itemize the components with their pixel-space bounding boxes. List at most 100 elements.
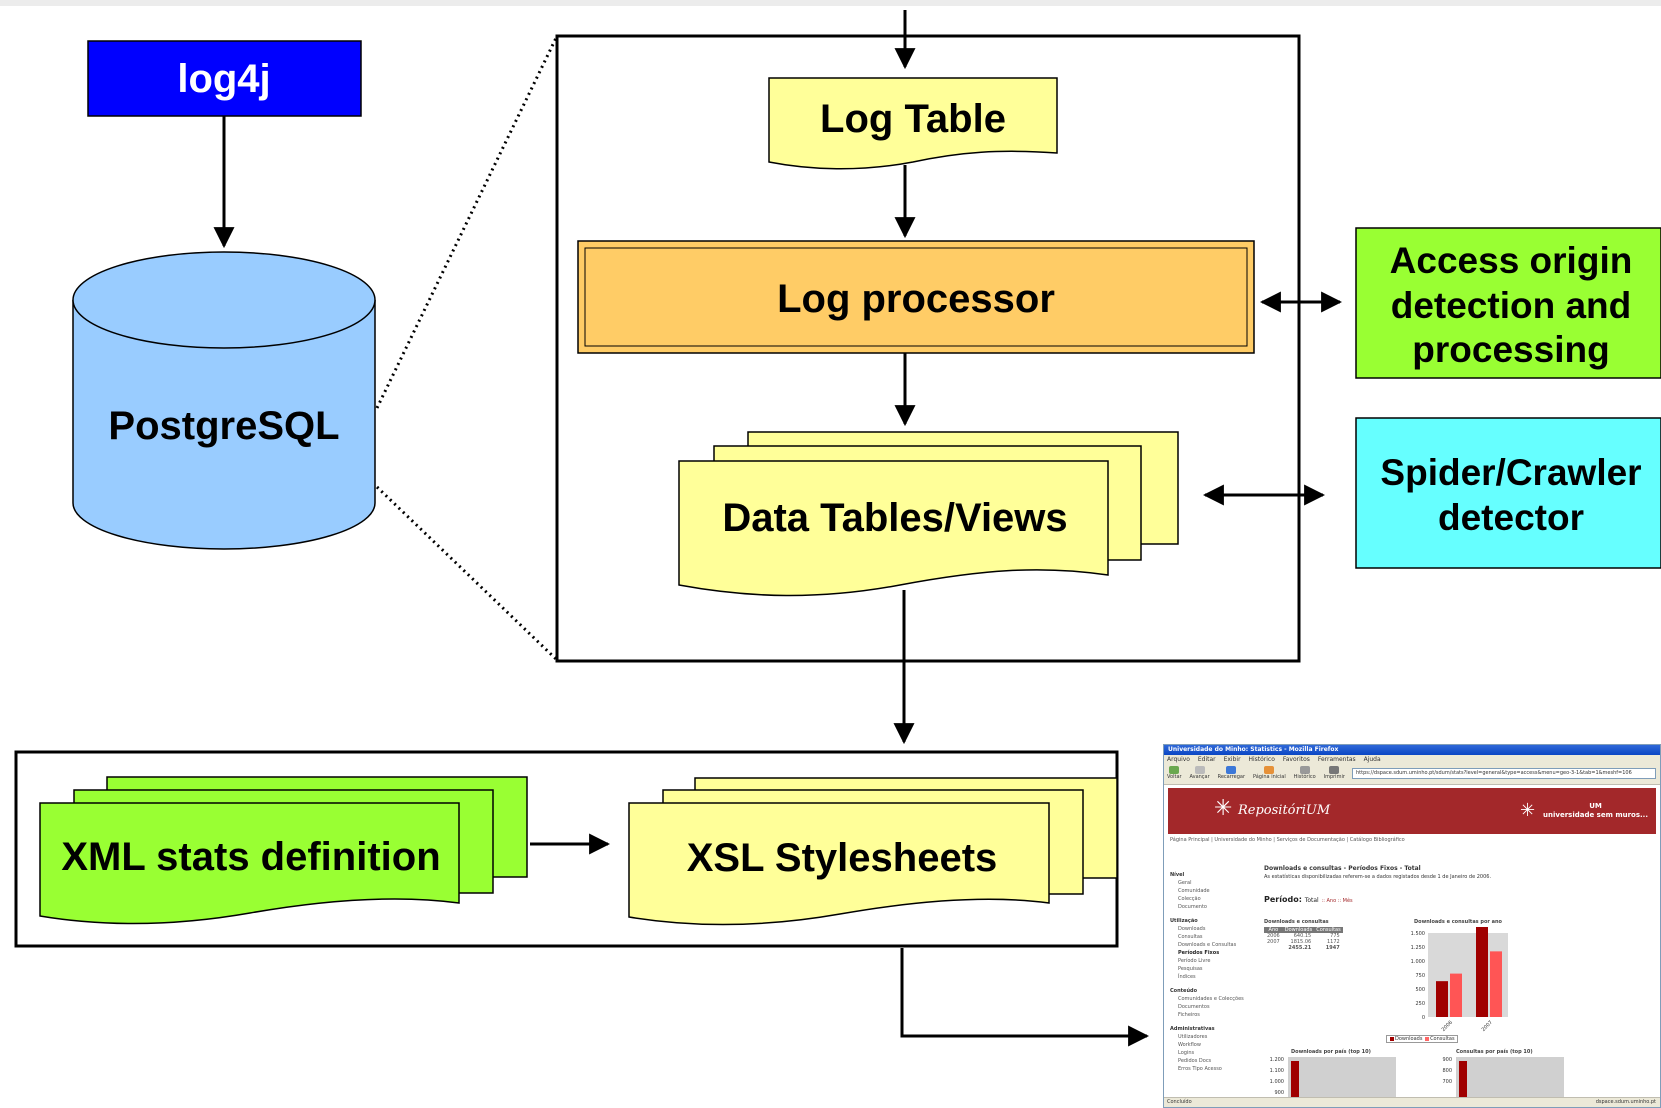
sidebar-item[interactable]: Workflow <box>1178 1042 1201 1048</box>
xsl-stylesheets-label: XSL Stylesheets <box>687 836 998 880</box>
back-icon <box>1169 766 1180 774</box>
top-strip <box>0 0 1661 6</box>
sidebar-heading: Nível <box>1170 872 1185 878</box>
sidebar-item[interactable]: Consultas <box>1178 934 1203 940</box>
repository-banner: ✳ RepositóriUM ✳ UM universidade sem mur… <box>1168 788 1656 834</box>
history-button[interactable]: Histórico <box>1294 766 1316 780</box>
star-logo-icon: ✳ <box>1214 796 1233 821</box>
y-tick-label: 900 <box>1442 1057 1452 1063</box>
print-button[interactable]: Imprimir <box>1324 766 1345 780</box>
sidebar-item[interactable]: Downloads e Consultas <box>1178 942 1237 948</box>
y-tick-label: 500 <box>1415 987 1425 993</box>
menu-item[interactable]: Editar <box>1197 756 1216 763</box>
sidebar-item[interactable]: Utilizadores <box>1178 1034 1208 1040</box>
menu-item[interactable]: Ajuda <box>1363 756 1381 763</box>
table-header: Downloads <box>1282 927 1315 933</box>
bar-downloads-2007 <box>1476 927 1488 1017</box>
sidebar-item[interactable]: Erros Tipo Acesso <box>1178 1066 1222 1072</box>
menu-item[interactable]: Favoritos <box>1282 756 1310 763</box>
y-tick-label: 700 <box>1442 1079 1452 1085</box>
sidebar-item[interactable]: Logins <box>1178 1050 1195 1056</box>
page-heading: Downloads e consultas - Períodos Fixos -… <box>1264 865 1421 872</box>
window-title: Universidade do Minho: Statistics - Mozi… <box>1164 745 1660 755</box>
bar-top-country <box>1291 1061 1299 1097</box>
chart3-title: Consultas por país (top 10) <box>1456 1049 1533 1055</box>
sidebar-item[interactable]: Geral <box>1178 880 1192 886</box>
xml-stats-stack <box>39 776 528 925</box>
chart-plot-area <box>1288 1057 1396 1097</box>
sidebar-item[interactable]: Comunidade <box>1178 888 1210 894</box>
db-detail-frame <box>555 34 1301 663</box>
xml-stats-label: XML stats definition <box>61 835 440 879</box>
y-tick-label: 1.200 <box>1270 1057 1284 1063</box>
access-origin-box <box>1355 227 1661 379</box>
star-icon: ✳ <box>1520 800 1536 821</box>
page-subtitle: As estatísticas disponibilizadas referem… <box>1264 874 1492 880</box>
bar-downloads-2006 <box>1436 981 1448 1017</box>
period-options[interactable]: :: Ano :: Mês <box>1321 898 1353 904</box>
log4j-label: log4j <box>177 57 270 101</box>
x-tick-label: 2006 <box>1441 1020 1454 1033</box>
menu-item[interactable]: Arquivo <box>1167 756 1190 763</box>
status-bar: Concluído dspace.sdum.uminho.pt <box>1164 1097 1660 1107</box>
breadcrumb: Página Principal | Universidade do Minho… <box>1170 837 1405 843</box>
table-header: Consultas <box>1314 927 1343 933</box>
sidebar-item[interactable]: Pesquisas <box>1178 966 1203 972</box>
sidebar-item[interactable]: Períodos Fixos <box>1178 950 1220 956</box>
y-tick-label: 1.500 <box>1411 931 1425 937</box>
table-title: Downloads e consultas <box>1264 919 1329 925</box>
sidebar-item[interactable]: Comunidades e Colecções <box>1178 996 1244 1002</box>
bar-consultas-2006 <box>1450 973 1462 1017</box>
data-tables-label: Data Tables/Views <box>722 496 1067 540</box>
y-tick-label: 250 <box>1415 1001 1425 1007</box>
menu-item[interactable]: Ferramentas <box>1317 756 1356 763</box>
browser-toolbar: Voltar Avançar Recarregar Página inicial… <box>1164 764 1660 785</box>
forward-button[interactable]: Avançar <box>1189 766 1210 780</box>
postgresql-label: PostgreSQL <box>108 404 339 448</box>
url-input[interactable]: https://dspace.sdum.uminho.pt/sdum/stats… <box>1352 768 1656 779</box>
repository-logo: RepositóriUM <box>1238 803 1331 818</box>
sidebar-item[interactable]: Pedidos Docs <box>1178 1058 1212 1064</box>
spider-crawler-line1: Spider/Crawler <box>1380 452 1641 493</box>
arrow-output-to-screenshot <box>900 948 1150 1047</box>
print-icon <box>1329 766 1340 774</box>
statistics-page-screenshot: Universidade do Minho: Statistics - Mozi… <box>1163 744 1661 1108</box>
sidebar-item[interactable]: Índices <box>1178 974 1196 980</box>
legend-swatch-downloads <box>1390 1036 1394 1041</box>
chart-plot-area <box>1456 1057 1564 1097</box>
data-tables-stack <box>678 431 1179 597</box>
sidebar-item[interactable]: Downloads <box>1178 926 1206 932</box>
home-button[interactable]: Página inicial <box>1253 766 1286 780</box>
sidebar-heading: Conteúdo <box>1170 988 1198 994</box>
um-logo: UM universidade sem muros... <box>1543 802 1648 819</box>
sidebar-item[interactable]: Documento <box>1178 904 1207 910</box>
period-selector: Período: Total :: Ano :: Mês <box>1264 895 1353 904</box>
spider-crawler-line2: detector <box>1438 497 1584 538</box>
status-host: dspace.sdum.uminho.pt <box>1595 1099 1656 1105</box>
sidebar-item[interactable]: Documentos <box>1178 1004 1210 1010</box>
home-icon <box>1264 766 1275 774</box>
reload-icon <box>1226 766 1237 774</box>
menu-item[interactable]: Histórico <box>1248 756 1275 763</box>
chart-legend: Downloads Consultas <box>1386 1035 1458 1043</box>
bar-consultas-2007 <box>1490 951 1502 1017</box>
back-button[interactable]: Voltar <box>1167 766 1182 780</box>
log-processor-box-inner <box>584 247 1248 347</box>
zoom-line-top <box>375 35 559 409</box>
sidebar-item[interactable]: Período Livre <box>1178 958 1211 964</box>
spider-crawler-box <box>1355 417 1661 569</box>
y-tick-label: 1.000 <box>1411 959 1425 965</box>
forward-icon <box>1194 766 1205 774</box>
sidebar-item[interactable]: Colecção <box>1178 896 1201 902</box>
reload-button[interactable]: Recarregar <box>1218 766 1245 780</box>
sidebar-item[interactable]: Ficheiros <box>1178 1012 1200 1018</box>
menu-item[interactable]: Exibir <box>1223 756 1241 763</box>
access-origin-line1: Access origin <box>1390 240 1633 281</box>
history-icon <box>1299 766 1310 774</box>
y-tick-label: 1.000 <box>1270 1079 1284 1085</box>
